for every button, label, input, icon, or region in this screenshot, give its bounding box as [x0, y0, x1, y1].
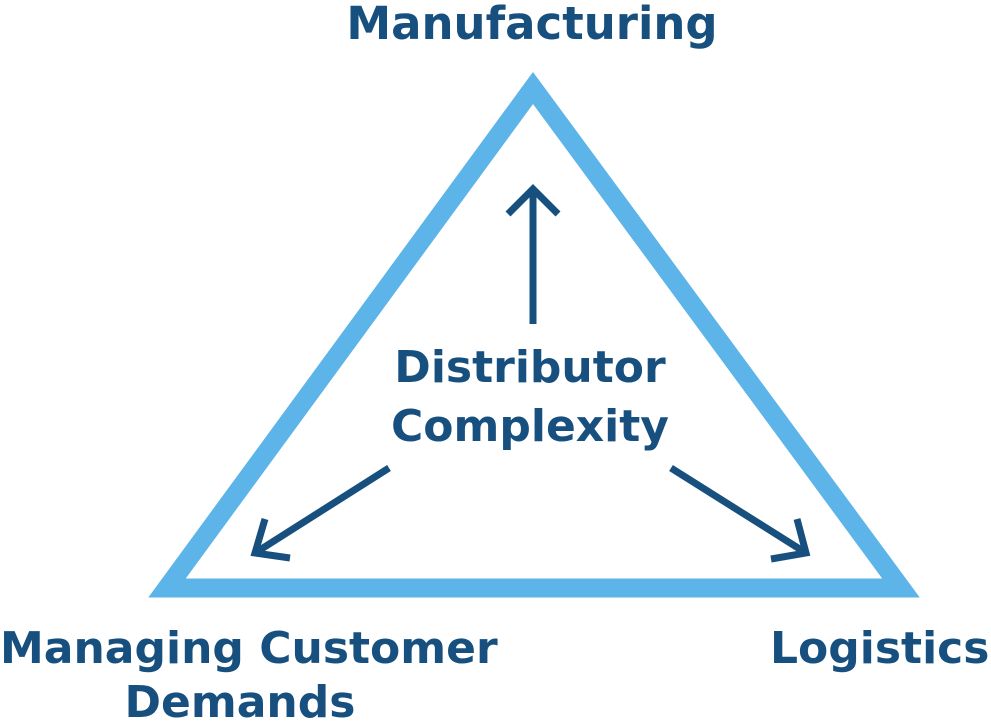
- triangle-outline: [148, 71, 920, 598]
- customer-demands-label-line2: Demands: [124, 677, 356, 728]
- arrow-to-customer-demands: [250, 465, 391, 562]
- center-label-line2: Complexity: [391, 401, 669, 452]
- manufacturing-label: Manufacturing: [346, 0, 718, 50]
- arrow-to-logistics: [669, 465, 811, 563]
- center-label-line1: Distributor: [394, 342, 666, 393]
- arrow-to-manufacturing: [505, 184, 561, 324]
- logistics-label: Logistics: [770, 623, 990, 674]
- customer-demands-label-line1: Managing Customer: [0, 623, 498, 674]
